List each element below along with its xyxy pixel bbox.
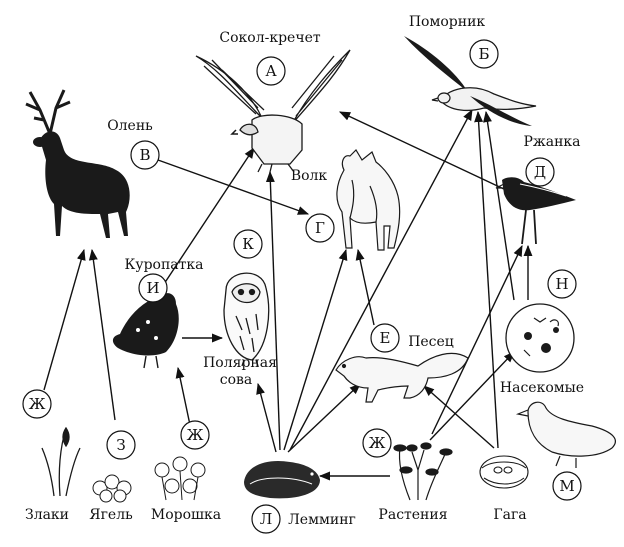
letter-circle-ptarmigan: И xyxy=(138,273,168,303)
arrow-fox-wolf xyxy=(355,248,375,326)
owl-label-line2: сова xyxy=(220,372,253,388)
plants-illustration xyxy=(393,442,453,501)
falcon-letter: А xyxy=(265,62,277,80)
letter-circle-fox: Е xyxy=(370,323,400,353)
grasses-label: Злаки xyxy=(25,507,69,523)
wolf-letter: Г xyxy=(315,219,325,237)
arrow-moss-deer xyxy=(88,248,116,421)
ptarmigan-illustration xyxy=(112,282,179,369)
arrow-insects-skua xyxy=(483,110,515,301)
letter-circle-cloudberry: Ж xyxy=(180,420,210,450)
letter-circle-plants: Ж xyxy=(362,428,392,458)
lemming-label: Лемминг xyxy=(288,512,356,528)
arrow-plover-falcon xyxy=(338,111,507,191)
arrow-lemming-skua xyxy=(289,109,473,451)
eider-letter: М xyxy=(559,477,574,495)
arrow-lemming-falcon xyxy=(265,170,281,451)
letter-circle-wolf: Г xyxy=(305,213,335,243)
cloudberry-letter: Ж xyxy=(187,426,204,444)
grasses-illustration xyxy=(41,426,81,497)
letter-circle-lemming: Л xyxy=(251,504,281,534)
insects-letter: Н xyxy=(555,275,568,293)
letter-circle-falcon: А xyxy=(256,56,286,86)
insects-label: Насекомые xyxy=(500,380,584,396)
lemming-letter: Л xyxy=(260,510,273,528)
owl-illustration xyxy=(223,272,270,367)
plants-label: Растения xyxy=(378,507,447,523)
falcon-label: Сокол-кречет xyxy=(219,30,320,46)
skua-illustration xyxy=(404,36,537,126)
arrow-eider-skua xyxy=(474,110,499,449)
fox-letter: Е xyxy=(380,329,391,347)
plants-letter: Ж xyxy=(369,434,386,452)
letter-circle-moss: З xyxy=(106,430,136,460)
deer-letter: В xyxy=(139,146,150,164)
arrow-eider-fox xyxy=(423,385,495,449)
letter-circle-skua: Б xyxy=(469,39,499,69)
deer-label: Олень xyxy=(107,118,153,134)
cloudberry-illustration xyxy=(154,456,206,501)
letter-circle-grasses: Ж xyxy=(22,389,52,419)
arrow-plants-insects xyxy=(429,351,515,441)
arctic-fox-illustration xyxy=(335,352,469,403)
letter-circle-owl: К xyxy=(233,229,263,259)
plover-illustration xyxy=(495,177,576,245)
arrow-lemming-wolf xyxy=(283,248,348,451)
arrow-lemming-owl xyxy=(256,382,277,453)
letter-circle-eider: М xyxy=(552,471,582,501)
arrow-ptarmigan-falcon xyxy=(159,147,255,291)
skua-label: Поморник xyxy=(409,14,486,30)
food-web-arrows xyxy=(43,109,533,481)
moss-letter: З xyxy=(116,436,125,454)
wolf-label: Волк xyxy=(291,168,328,184)
arrow-lemming-fox xyxy=(287,383,361,453)
plover-label: Ржанка xyxy=(523,134,580,150)
arrow-cloudberry-ptarmigan xyxy=(175,366,191,426)
deer-illustration xyxy=(25,89,130,238)
letter-circle-insects: Н xyxy=(547,269,577,299)
falcon-illustration xyxy=(195,49,351,173)
insects-illustration xyxy=(505,303,575,373)
arrow-plants-plover xyxy=(431,244,523,435)
ptarmigan-letter: И xyxy=(146,279,159,297)
grasses-letter: Ж xyxy=(29,395,46,413)
letter-circle-deer: В xyxy=(130,140,160,170)
ptarmigan-label: Куропатка xyxy=(125,257,204,273)
arrow-grasses-deer xyxy=(43,248,86,391)
letter-circle-plover: Д xyxy=(525,157,555,187)
wolf-illustration xyxy=(336,149,401,251)
fox-label: Песец xyxy=(408,334,454,350)
skua-letter: Б xyxy=(478,45,489,63)
moss-label: Ягель xyxy=(89,507,133,523)
owl-label-line1: Полярная xyxy=(203,355,277,371)
lemming-illustration xyxy=(244,460,320,499)
cloudberry-label: Морошка xyxy=(151,507,221,523)
eider-illustration xyxy=(515,401,616,468)
arrow-deer-wolf xyxy=(157,159,310,215)
nest-illustration xyxy=(479,455,529,489)
owl-letter: К xyxy=(242,235,254,253)
moss-illustration xyxy=(92,474,132,503)
eider-label: Гага xyxy=(493,507,526,523)
plover-letter: Д xyxy=(534,163,546,181)
